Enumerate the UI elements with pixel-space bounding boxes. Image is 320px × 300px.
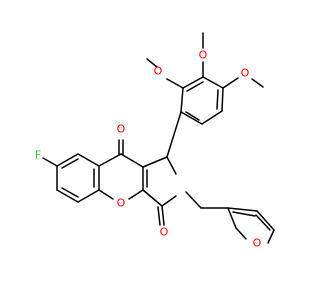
bond [56,153,79,167]
ketone-oxygen-label: O [117,123,126,136]
bond [185,111,200,121]
bond [256,210,275,231]
bond [255,214,271,231]
bond [77,153,100,167]
methoxy-oxygen-label: O [241,67,250,80]
bonds [42,32,275,244]
bond [201,110,223,125]
bond [216,89,219,110]
pyran-oxygen-label: O [117,197,126,210]
bond [202,76,224,89]
bond [98,153,122,167]
bond [251,78,264,88]
bond [235,227,247,240]
atom-labels: F O O O O O O O [35,49,262,250]
bond [182,76,204,89]
bond [227,207,237,229]
bond [61,187,79,198]
bond [128,189,144,200]
bond [98,189,114,200]
bond [227,207,258,212]
bond [180,87,184,113]
bond [77,189,100,203]
bond [61,158,79,169]
bond [221,87,224,112]
bond [56,189,79,203]
bond [166,78,184,89]
bond [142,156,168,168]
bond [166,156,177,175]
bond [142,189,163,207]
bond [42,157,58,167]
bond [161,205,165,226]
bond [166,111,182,158]
bond [232,211,256,217]
bond [222,77,239,89]
bond [185,191,202,209]
fluorine-label: F [35,149,41,162]
methoxy-oxygen-label: O [199,49,208,62]
bond [146,58,158,68]
structure-canvas: F O O O O O O O [35,32,275,250]
bond [157,206,161,226]
furan-oxygen-label: O [253,237,262,250]
lactam-oxygen-label: O [160,226,169,239]
bond [186,81,204,92]
bond [267,229,275,244]
bond [180,111,203,125]
bond [120,153,144,168]
bond [161,195,177,207]
methoxy-oxygen-label: O [154,65,163,78]
molecule-diagram: F O O O O O O O [35,32,275,250]
